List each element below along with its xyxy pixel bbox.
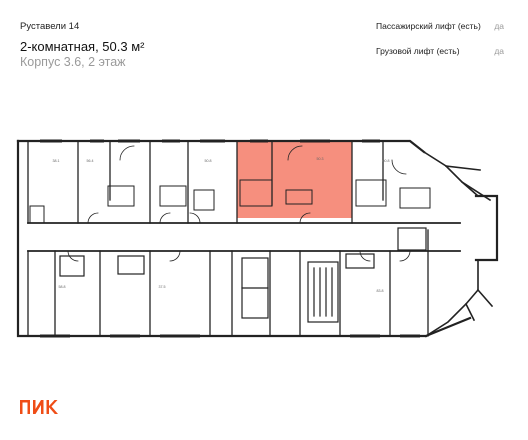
room-area-7: 37.5 xyxy=(159,285,166,289)
feature-passenger-lift-value: да xyxy=(494,21,504,31)
apartment-title: 2-комнатная, 50.3 м² xyxy=(20,39,145,54)
project-name: Руставели 14 xyxy=(20,21,80,32)
room-area-2: 56.4 xyxy=(87,159,94,163)
pik-logo xyxy=(20,400,58,414)
feature-passenger-lift-label: Пассажирский лифт (есть) xyxy=(376,21,481,31)
building-info: Корпус 3.6, 2 этаж xyxy=(20,55,126,69)
feature-freight-lift-label: Грузовой лифт (есть) xyxy=(376,46,460,56)
room-area-5: 60.8 xyxy=(383,159,390,163)
feature-freight-lift-value: да xyxy=(494,46,504,56)
room-area-8: 83.8 xyxy=(377,289,384,293)
room-area-1: 38.1 xyxy=(53,159,60,163)
room-area-6: 58.8 xyxy=(59,285,66,289)
room-area-3: 50.8 xyxy=(205,159,212,163)
room-area-highlighted: 50.3 xyxy=(317,157,324,161)
